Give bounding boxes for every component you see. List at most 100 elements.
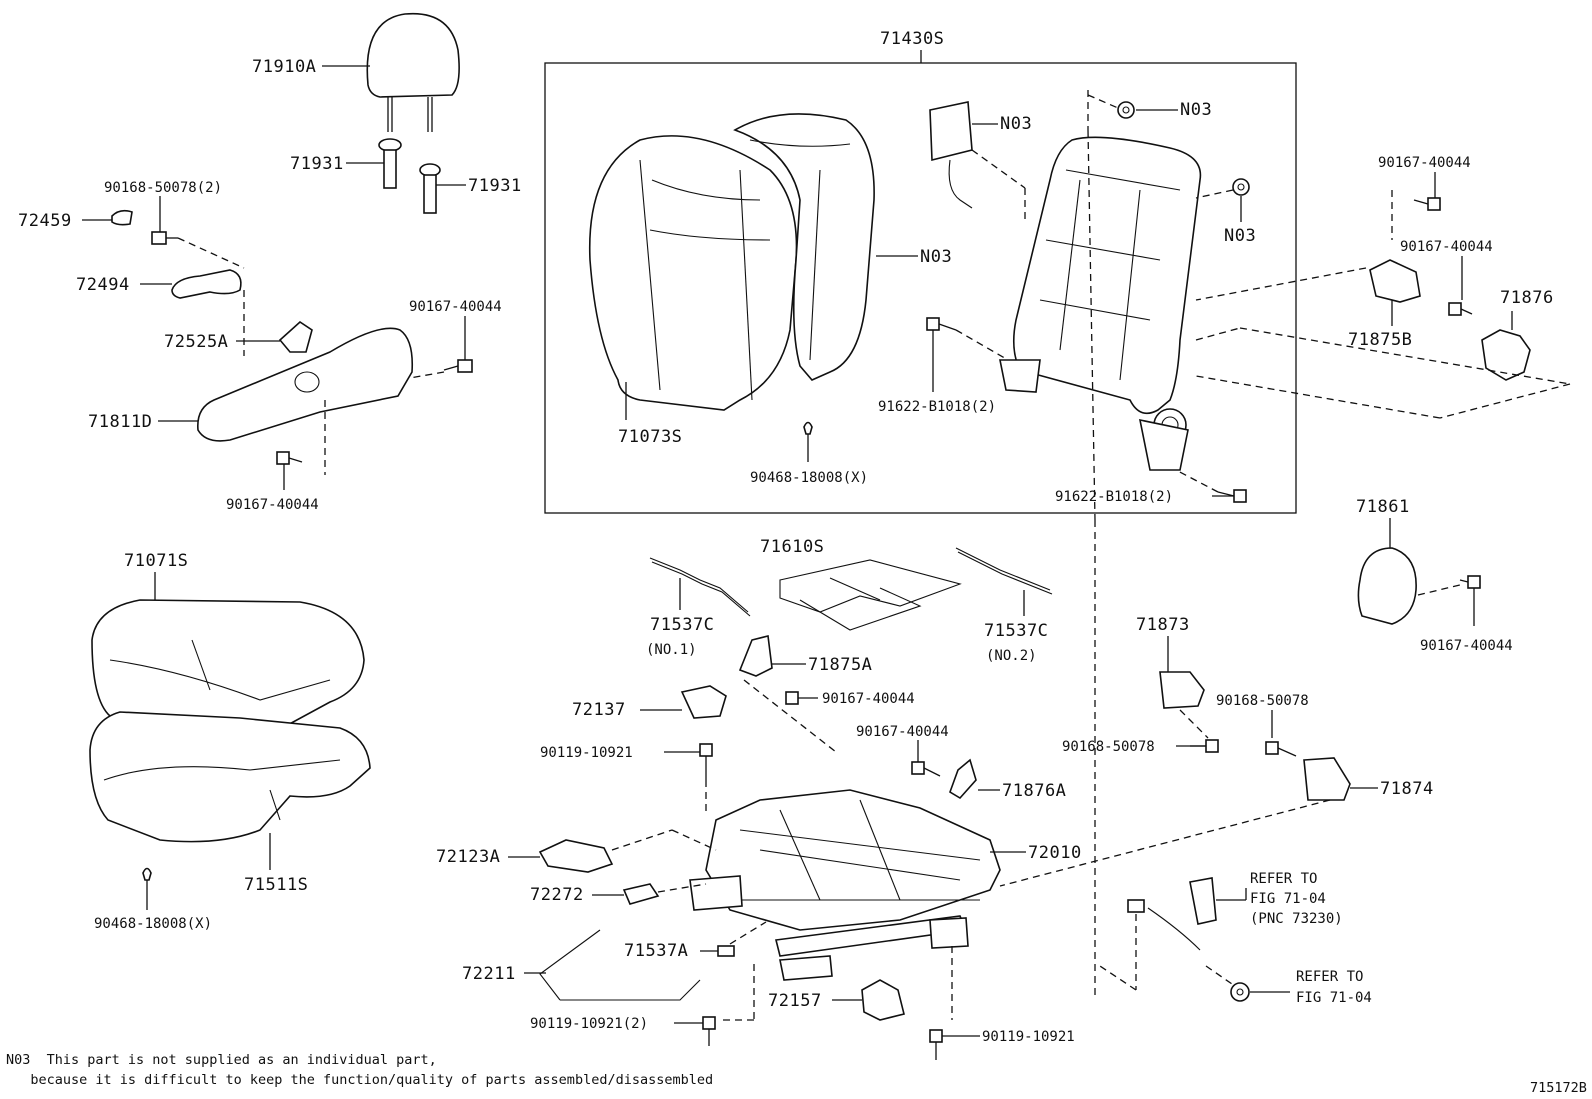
seatback-pad-N03 xyxy=(733,113,875,381)
label-90167-40044-e: 90167-40044 xyxy=(1420,638,1513,654)
seat-cushion-pad xyxy=(89,711,371,843)
label-90119-10921-2: 90119-10921(2) xyxy=(530,1016,648,1032)
label-71610S: 71610S xyxy=(760,537,824,557)
bolt-90119-c xyxy=(929,1029,943,1060)
label-71537C-2: 71537C xyxy=(984,621,1048,641)
clip-71537A xyxy=(717,945,735,957)
nut-N03-d xyxy=(1232,178,1250,196)
headrest xyxy=(366,12,460,132)
refer2-line1: REFER TO xyxy=(1296,969,1363,985)
label-72123A: 72123A xyxy=(436,847,500,867)
headrest-support-right xyxy=(419,163,441,214)
refer2-line2: FIG 71-04 xyxy=(1296,990,1372,1006)
label-91622-B1018-a: 91622-B1018(2) xyxy=(878,399,996,415)
nut-belt xyxy=(1230,982,1250,1002)
label-71861: 71861 xyxy=(1356,497,1410,517)
headrest-support-left xyxy=(378,138,402,189)
label-72459: 72459 xyxy=(18,211,72,231)
shield-71811D xyxy=(197,327,414,442)
clip-72137 xyxy=(680,685,727,719)
clip-72525A xyxy=(278,320,313,353)
label-90119-10921-b: 90119-10921 xyxy=(982,1029,1075,1045)
label-71876: 71876 xyxy=(1500,288,1554,308)
bolt-90119-a xyxy=(699,743,713,780)
label-72137: 72137 xyxy=(572,700,626,720)
bolt-90167-a xyxy=(443,359,473,373)
wire-72211 xyxy=(539,929,701,1001)
label-71537C-1: 71537C xyxy=(650,615,714,635)
label-90168-50078-a: 90168-50078 xyxy=(1062,739,1155,755)
bolt-91622-a xyxy=(926,317,957,331)
seat-belt-buckle xyxy=(1127,877,1217,951)
label-71875B: 71875B xyxy=(1348,330,1412,350)
label-90167-40044-b: 90167-40044 xyxy=(226,497,319,513)
hog-ring-a xyxy=(142,867,152,881)
bracket-71875A xyxy=(738,635,773,677)
label-71931-a: 71931 xyxy=(290,154,344,174)
label-90167-40044-d: 90167-40044 xyxy=(1400,239,1493,255)
label-71430S: 71430S xyxy=(880,29,944,49)
label-71071S: 71071S xyxy=(124,551,188,571)
label-90168-50078-2: 90168-50078(2) xyxy=(104,180,222,196)
connector-72272 xyxy=(622,883,660,905)
label-72272: 72272 xyxy=(530,885,584,905)
label-90167-40044-g: 90167-40044 xyxy=(856,724,949,740)
bolt-90167-f xyxy=(785,691,818,705)
label-90119-10921-a: 90119-10921 xyxy=(540,745,633,761)
bracket-72123A xyxy=(538,839,614,873)
label-N03-b: N03 xyxy=(920,247,952,267)
label-72010: 72010 xyxy=(1028,843,1082,863)
cover-71861 xyxy=(1357,547,1417,625)
label-71073S: 71073S xyxy=(618,427,682,447)
bolt-90167-e xyxy=(1459,575,1481,589)
label-72211: 72211 xyxy=(462,964,516,984)
refer1-line3: (PNC 73230) xyxy=(1250,911,1343,927)
label-N03-c: N03 xyxy=(1180,100,1212,120)
label-72157: 72157 xyxy=(768,991,822,1011)
spring-71610S xyxy=(779,559,962,631)
footnote-line2: because it is difficult to keep the func… xyxy=(6,1072,713,1088)
label-90468-18008-a: 90468-18008(X) xyxy=(94,916,212,932)
bolt-91622-b xyxy=(1217,489,1247,503)
cover-71875B xyxy=(1369,259,1421,303)
label-90468-18008-b: 90468-18008(X) xyxy=(750,470,868,486)
figure-id: 715172B xyxy=(1530,1080,1587,1096)
airbag-module-N03 xyxy=(929,101,973,209)
label-71537A: 71537A xyxy=(624,941,688,961)
label-71511S: 71511S xyxy=(244,875,308,895)
label-90167-40044-c: 90167-40044 xyxy=(1378,155,1471,171)
bolt-90167-d xyxy=(1448,302,1473,316)
bolt-90168-a xyxy=(151,231,178,245)
seat-cushion-cover xyxy=(91,599,365,748)
label-71931-b: 71931 xyxy=(468,176,522,196)
label-90168-50078-b: 90168-50078 xyxy=(1216,693,1309,709)
lever-72494 xyxy=(171,269,242,299)
bracket-71873 xyxy=(1159,671,1205,709)
seatback-frame xyxy=(999,136,1202,471)
label-72494: 72494 xyxy=(76,275,130,295)
label-71875A: 71875A xyxy=(808,655,872,675)
cap-72459 xyxy=(111,209,133,226)
label-71873: 71873 xyxy=(1136,615,1190,635)
footnote-line1: N03 This part is not supplied as an indi… xyxy=(6,1052,437,1068)
seatback-cover-71073S xyxy=(588,135,798,411)
label-71876A: 71876A xyxy=(1002,781,1066,801)
bracket-71874 xyxy=(1303,757,1351,801)
bolt-90167-g xyxy=(911,761,941,777)
bolt-90168-c xyxy=(1265,741,1297,757)
bolt-90167-b xyxy=(276,451,303,465)
label-N03-a: N03 xyxy=(1000,114,1032,134)
bracket-71876A xyxy=(949,758,977,800)
seat-adjuster-72010 xyxy=(689,789,1001,981)
label-90167-40044-a: 90167-40044 xyxy=(409,299,502,315)
refer1-line2: FIG 71-04 xyxy=(1250,891,1326,907)
label-71537C-1-sub: (NO.1) xyxy=(646,642,697,658)
label-71874: 71874 xyxy=(1380,779,1434,799)
label-91622-B1018-b: 91622-B1018(2) xyxy=(1055,489,1173,505)
label-N03-d: N03 xyxy=(1224,226,1256,246)
wire-71537C-no1 xyxy=(649,557,751,617)
label-71910A: 71910A xyxy=(252,57,316,77)
refer1-line1: REFER TO xyxy=(1250,871,1317,887)
